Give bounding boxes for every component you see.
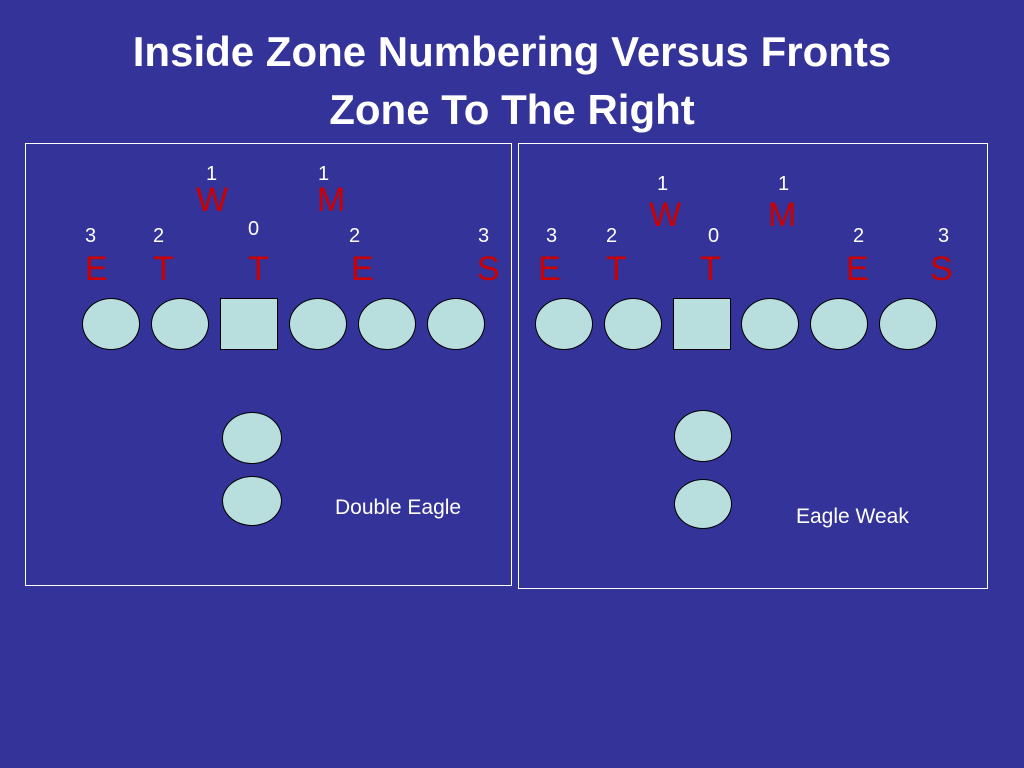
- gap-number-s: 3: [938, 225, 950, 247]
- gap-number-t-center: 0: [708, 225, 720, 247]
- gap-number-e-left: 3: [85, 225, 97, 247]
- title-line-1: Inside Zone Numbering Versus Fronts: [132, 28, 892, 75]
- gap-number-m: 1: [318, 163, 330, 185]
- offensive-lineman: [289, 298, 347, 350]
- offensive-lineman: [151, 298, 209, 350]
- defender-t-center: T: [248, 250, 269, 288]
- defender-e-right: E: [351, 250, 374, 288]
- front-name-label: Eagle Weak: [796, 505, 909, 528]
- defender-s: S: [477, 250, 500, 288]
- defender-m: M: [768, 196, 797, 234]
- gap-number-e-left: 3: [546, 225, 558, 247]
- gap-number-e-right: 2: [853, 225, 865, 247]
- offensive-lineman: [741, 298, 799, 350]
- center-square: [220, 298, 278, 350]
- defender-e-left: E: [85, 250, 108, 288]
- defender-t-left: T: [606, 250, 627, 288]
- gap-number-t-center: 0: [248, 218, 260, 240]
- gap-number-e-right: 2: [349, 225, 361, 247]
- diagram-panel-double-eagle: [25, 143, 512, 586]
- offensive-lineman: [358, 298, 416, 350]
- quarterback: [222, 412, 282, 464]
- gap-number-m: 1: [778, 173, 790, 195]
- gap-number-w: 1: [657, 173, 669, 195]
- center-square: [673, 298, 731, 350]
- offensive-lineman: [82, 298, 140, 350]
- offensive-lineman: [810, 298, 868, 350]
- offensive-lineman: [604, 298, 662, 350]
- defender-t-left: T: [153, 250, 174, 288]
- title-line-2: Zone To The Right: [329, 86, 695, 133]
- running-back: [222, 476, 282, 526]
- defender-s: S: [930, 250, 953, 288]
- gap-number-w: 1: [206, 163, 218, 185]
- diagram-panel-eagle-weak: [518, 143, 988, 589]
- defender-t-center: T: [700, 250, 721, 288]
- running-back: [674, 479, 732, 529]
- defender-w: W: [196, 181, 229, 219]
- gap-number-t-left: 2: [153, 225, 165, 247]
- offensive-lineman: [427, 298, 485, 350]
- offensive-lineman: [535, 298, 593, 350]
- gap-number-t-left: 2: [606, 225, 618, 247]
- defender-m: M: [317, 181, 346, 219]
- defender-e-left: E: [538, 250, 561, 288]
- quarterback: [674, 410, 732, 462]
- defender-w: W: [649, 196, 682, 234]
- offensive-lineman: [879, 298, 937, 350]
- front-name-label: Double Eagle: [335, 496, 462, 519]
- defender-e-right: E: [846, 250, 869, 288]
- gap-number-s: 3: [478, 225, 490, 247]
